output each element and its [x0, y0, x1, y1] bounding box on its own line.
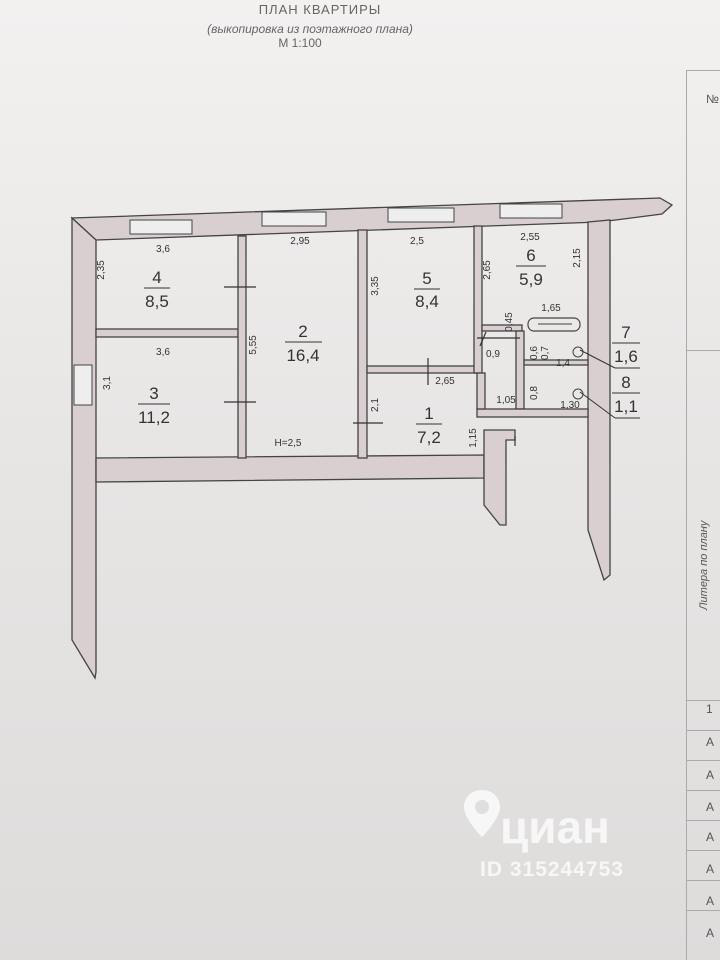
room-1-area: 7,2: [417, 428, 441, 447]
watermark-id: ID 315244753: [480, 858, 624, 881]
room-5-area: 8,4: [415, 292, 439, 311]
wall-left: [71, 216, 97, 680]
room-7-number: 7: [621, 323, 630, 342]
watermark-brand: циан: [500, 801, 610, 853]
bathtub: [527, 317, 581, 332]
room-5-number: 5: [422, 269, 431, 288]
plan-title: ПЛАН КВАРТИРЫ: [258, 2, 382, 17]
room-6-number: 6: [526, 246, 535, 265]
dim-115: 1,15: [468, 428, 479, 448]
window-left: [73, 364, 93, 406]
dim-165: 1,65: [541, 303, 561, 314]
side-form-table: [686, 70, 720, 960]
wall-bath-left: [515, 330, 525, 410]
dim-08: 0,8: [529, 386, 540, 400]
dim-r6-right: 2,15: [572, 248, 583, 268]
wall-r1-r5-stub: [476, 372, 486, 410]
dim-105: 1,05: [496, 395, 516, 406]
dim-130: 1,30: [560, 400, 580, 411]
side-mark-a: A: [706, 894, 715, 908]
toilet-icon: [572, 388, 584, 400]
dim-r2-side: 5,55: [248, 335, 259, 355]
dim-r5-side: 3,35: [370, 276, 381, 296]
room-2-number: 2: [298, 322, 307, 341]
dim-r4-side: 2,35: [96, 260, 107, 280]
dim-r3-side: 3,1: [102, 376, 113, 390]
window-r5: [387, 207, 455, 223]
window-r4: [129, 219, 193, 235]
side-mark-a: A: [706, 768, 715, 782]
wall-bath-mid: [523, 359, 589, 366]
dim-045: 0,45: [504, 312, 515, 332]
room-4-area: 8,5: [145, 292, 169, 311]
wall-right: [587, 219, 611, 582]
wall-bottom: [95, 454, 485, 483]
plan-subtitle: (выкопировка из поэтажного плана): [207, 22, 413, 36]
wall-r6-bottom: [481, 324, 523, 332]
room-4-number: 4: [152, 268, 161, 287]
wall-r2-r5: [357, 229, 368, 459]
window-r6: [499, 203, 563, 219]
location-pin-icon: [464, 790, 500, 837]
side-mark-1: 1: [706, 702, 713, 716]
room-8-area: 1,1: [614, 397, 638, 416]
dim-07: 0,7: [540, 346, 551, 360]
room-7-area: 1,6: [614, 347, 638, 366]
dim-09: 0,9: [486, 349, 500, 360]
dim-r6-top: 2,55: [520, 232, 540, 243]
dim-06: 0,6: [529, 346, 540, 360]
room-3-number: 3: [149, 384, 158, 403]
room-1-number: 1: [424, 404, 433, 423]
wall-bath-bottom: [476, 408, 589, 418]
room-2-area: 16,4: [286, 346, 319, 365]
dim-14: 1,4: [556, 358, 570, 369]
wall-entrance: [483, 429, 516, 526]
side-mark-a: A: [706, 800, 715, 814]
dim-r3-top: 3,6: [156, 347, 170, 358]
window-r2: [261, 211, 327, 227]
room-8-number: 8: [621, 373, 630, 392]
side-mark-a: A: [706, 830, 715, 844]
side-mark-a: A: [706, 735, 715, 749]
wall-r5-bottom: [366, 365, 478, 374]
dim-r6-left: 2,65: [482, 260, 493, 280]
dim-height: H=2,5: [275, 438, 302, 449]
sink-icon: [572, 346, 584, 358]
wall-r3-r2: [237, 235, 247, 459]
dim-r4-top: 3,6: [156, 244, 170, 255]
plan-scale: М 1:100: [278, 36, 322, 50]
wall-r4-r3: [95, 328, 239, 338]
dim-r5-bottom: 2,65: [435, 376, 455, 387]
dim-21: 2,1: [370, 398, 381, 412]
side-mark-a: A: [706, 862, 715, 876]
dim-r2-top: 2,95: [290, 236, 310, 247]
room-6-area: 5,9: [519, 270, 543, 289]
room-3-area: 11,2: [138, 408, 170, 427]
wall-r5-r6: [473, 225, 483, 374]
side-mark-number: №: [706, 92, 719, 106]
side-mark-a: A: [706, 926, 715, 940]
dim-r5-top: 2,5: [410, 236, 424, 247]
